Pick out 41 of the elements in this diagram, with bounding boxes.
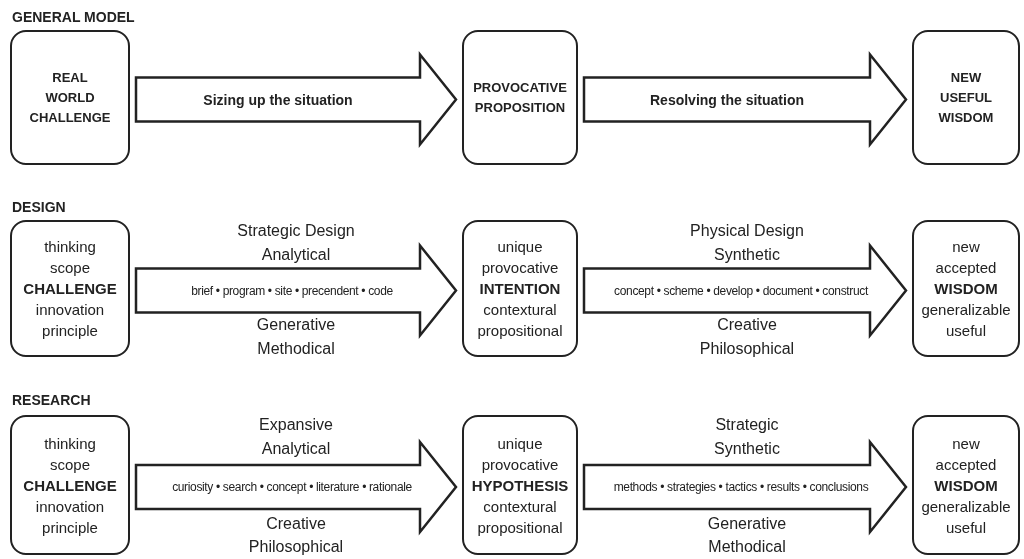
arrow-caption: Generative xyxy=(707,515,787,533)
edge-label: methods • strategies • tactics • results • conclusions xyxy=(613,480,869,494)
row-heading: RESEARCH xyxy=(12,392,91,408)
arrow-caption: Analytical xyxy=(261,440,331,458)
rounded-box xyxy=(462,30,578,165)
rounded-box xyxy=(10,220,130,357)
box-text: REAL WORLD CHALLENGE xyxy=(28,68,112,127)
arrow-caption: Strategic Design xyxy=(237,222,355,240)
arrow-caption: Physical Design xyxy=(690,222,804,240)
box-text: new accepted WISDOM generalizable useful xyxy=(920,433,1012,538)
block-arrow xyxy=(134,50,458,149)
arrow-caption: Generative xyxy=(256,316,336,334)
arrow-caption: Creative xyxy=(717,316,777,334)
arrow-caption: Strategic xyxy=(715,416,779,434)
arrow-caption: Creative xyxy=(266,515,326,533)
box-text: NEW USEFUL WISDOM xyxy=(937,68,995,127)
box-text: PROVOCATIVE PROPOSITION xyxy=(472,78,568,117)
box-text: thinking scope CHALLENGE innovation principle xyxy=(22,237,118,341)
box-text: unique provocative HYPOTHESIS contextural propositional xyxy=(470,433,570,538)
arrow-caption: Methodical xyxy=(708,538,786,556)
edge-label: curiosity • search • concept • literature • rationale xyxy=(172,480,412,494)
rounded-box xyxy=(10,415,130,555)
rounded-box xyxy=(912,220,1020,357)
rounded-box xyxy=(912,415,1020,555)
rounded-box xyxy=(10,30,130,165)
rounded-box xyxy=(462,415,578,555)
arrow-caption: Philosophical xyxy=(699,340,795,358)
box-text: thinking scope CHALLENGE innovation principle xyxy=(22,433,118,538)
rounded-box xyxy=(462,220,578,357)
box-text: unique provocative INTENTION contextural propositional xyxy=(476,237,564,341)
rounded-box xyxy=(912,30,1020,165)
row-heading: GENERAL MODEL xyxy=(12,9,135,25)
arrow-caption: Synthetic xyxy=(714,440,780,458)
arrow-caption: Methodical xyxy=(257,340,335,358)
arrow-caption: Philosophical xyxy=(248,538,344,556)
arrow-caption: Expansive xyxy=(259,416,333,434)
block-arrow xyxy=(582,50,908,149)
row-heading: DESIGN xyxy=(12,199,66,215)
arrow-caption: Analytical xyxy=(261,246,331,264)
box-text: new accepted WISDOM generalizable useful xyxy=(920,237,1012,341)
arrow-caption: Synthetic xyxy=(714,246,780,264)
